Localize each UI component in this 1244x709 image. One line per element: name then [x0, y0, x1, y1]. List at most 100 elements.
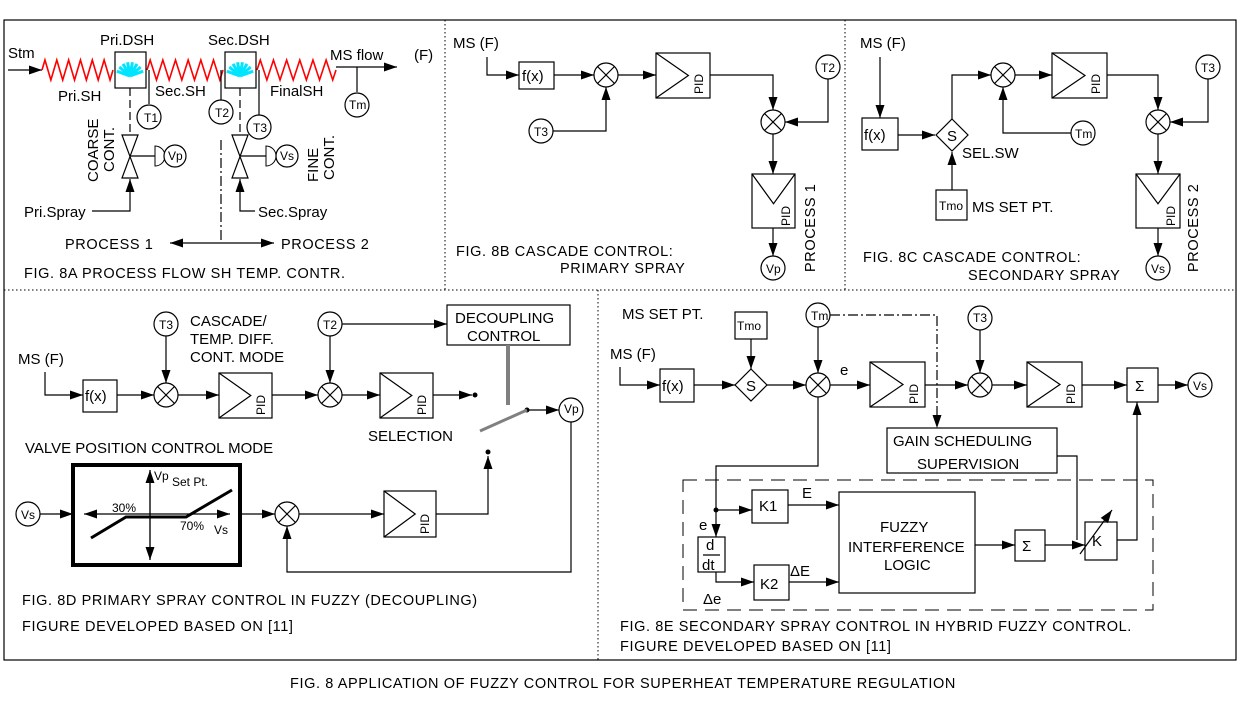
signal-arrow [951, 74, 991, 119]
arrow-head-icon [711, 524, 721, 537]
arrow-head-icon [235, 179, 245, 192]
fig-8d-primary-spray-fuzzy: MS (F) f(x) T3 T2 CASCADE/ TEMP. DIFF. C… [18, 310, 579, 635]
pid-triangle [751, 173, 796, 205]
signal-arrow [1002, 87, 1071, 134]
ddt-block [697, 536, 726, 573]
arrow-head-icon [922, 130, 935, 140]
sensor-t3: T3 [253, 121, 267, 135]
arrow-head-icon [217, 509, 230, 519]
label-coarse-cont: CONT. [101, 127, 118, 172]
sec-spray-arrow [239, 179, 255, 212]
fig-8b-caption-2: PRIMARY SPRAY [560, 261, 685, 277]
arrow-head-icon [29, 65, 42, 75]
pid-label: PID [1064, 384, 1078, 404]
pri-sh-coil [41, 57, 114, 83]
signal-arrow [1117, 402, 1138, 541]
pid-label: PID [692, 74, 706, 94]
label-valve-position-mode: VALVE POSITION CONTROL MODE [25, 440, 273, 457]
arrow-head-icon [998, 87, 1008, 100]
signal-arrow [286, 422, 572, 573]
ddt-d: d [706, 537, 714, 554]
arrow-head-icon [1175, 380, 1188, 390]
fig-8a-process-flow: Stm Pri.DSH Sec.DSH MS flow (F) Pri.SH S… [8, 32, 433, 282]
arrow-head-icon [768, 97, 778, 110]
arrow-head-icon [1072, 540, 1085, 550]
valve-position-chart-box [71, 463, 242, 567]
fuzzy-controller-dashed-box [682, 479, 1154, 611]
sensor-t2: T2 [821, 61, 835, 75]
actuator-vs: Vs [1193, 379, 1207, 393]
selection-switch-lever [479, 408, 528, 433]
pid-triangle [383, 490, 417, 538]
label-mode-3: CONT. MODE [190, 349, 284, 366]
label-fine: FINE [305, 148, 322, 182]
arrow-head-icon [70, 390, 83, 400]
arrow-head-icon [581, 70, 594, 80]
connector-line [1057, 455, 1078, 540]
actuator-vs-circle [1145, 255, 1171, 281]
signal-arrow [436, 456, 489, 515]
fuzzy-label-3: LOGIC [884, 557, 931, 574]
arrow-head-icon [875, 105, 885, 118]
arrow-head-icon [1170, 117, 1183, 127]
selector-diamond [734, 368, 768, 402]
block-fx: f(x) [522, 68, 544, 85]
pid-triangle [1135, 173, 1181, 205]
arrow-head-icon [125, 179, 135, 192]
label-ms-f: MS (F) [453, 35, 499, 52]
label-process-2: PROCESS 2 [281, 237, 369, 253]
label-ms-flow: MS flow [330, 47, 384, 64]
pid-label: PID [415, 395, 429, 415]
arrow-head-icon [1153, 243, 1163, 256]
arrow-head-icon [325, 370, 335, 383]
switch-contact-icon [472, 392, 478, 398]
signal-arrow [785, 79, 829, 123]
arrow-head-icon [1132, 402, 1142, 415]
label-process-1: PROCESS 1 [803, 184, 819, 272]
actuator-vp: Vp [766, 262, 781, 276]
arrow-head-icon [768, 161, 778, 174]
summing-cross [597, 66, 615, 84]
actuator-vp-circle [760, 255, 786, 281]
actuator-vp: Vp [564, 402, 579, 416]
block-k2: K2 [760, 576, 778, 593]
label-stm: Stm [8, 45, 35, 62]
arrow-head-icon [1039, 70, 1052, 80]
arrow-head-icon [647, 380, 660, 390]
arrow-head-icon [459, 390, 472, 400]
pid-triangle [1026, 361, 1062, 408]
sec-sh-coil [146, 57, 224, 83]
sensor-t2-circle [208, 99, 234, 125]
pid-triangle [869, 361, 905, 408]
arrow-head-icon [739, 505, 752, 515]
label-coarse: COARSE [85, 119, 102, 182]
fig-8c-caption-1: FIG. 8C CASCADE CONTROL: [863, 250, 1081, 266]
pid-label: PID [907, 384, 921, 404]
label-mode-2: TEMP. DIFF. [190, 331, 274, 348]
label-pri-dsh: Pri.DSH [100, 32, 154, 49]
fig-8e-caption-2: FIGURE DEVELOPED BASED ON [11] [620, 639, 892, 655]
ddt-dt: dt [702, 557, 715, 574]
fig-8c-caption-2: SECONDARY SPRAY [968, 268, 1120, 284]
block-fx: f(x) [85, 388, 107, 405]
pid-triangle [1051, 52, 1087, 99]
gain-scheduling-block [886, 427, 1058, 474]
actuator-vs: Vs [280, 149, 294, 163]
fx-block [82, 379, 118, 413]
label-ms-f: MS (F) [860, 35, 906, 52]
arrow-head-icon [857, 380, 870, 390]
connector-line [715, 397, 819, 510]
label-selection: SELECTION [368, 428, 453, 445]
pid-triangle [218, 372, 252, 419]
arrow-head-icon [768, 243, 778, 256]
selector-s: S [947, 128, 957, 145]
arrow-head-icon [384, 62, 397, 72]
chart-set-pt: Set Pt. [172, 475, 208, 489]
arrow-head-icon [643, 70, 656, 80]
summing-cross [994, 66, 1012, 84]
summing-cross [764, 113, 782, 131]
label-process-2: PROCESS 2 [1186, 184, 1202, 272]
k1-block [751, 489, 789, 524]
fig-8e-secondary-spray-hybrid: MS SET PT. Tmo MS (F) f(x) S Tm T3 e PID… [610, 306, 1207, 655]
